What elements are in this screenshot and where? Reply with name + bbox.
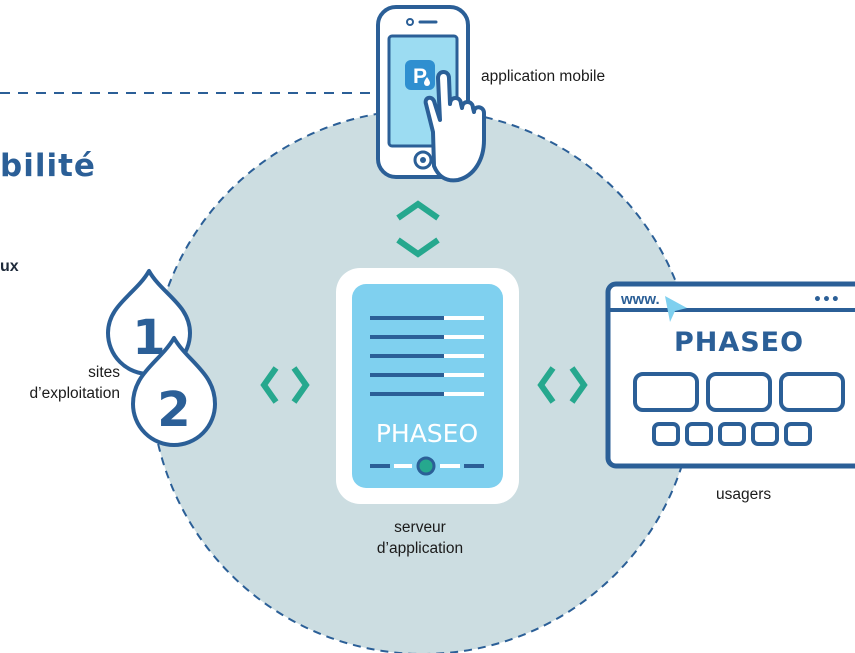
chevron-right-icon [291, 366, 310, 404]
website-brand-text: PHASEO [674, 327, 804, 358]
chevron-left-icon [260, 366, 279, 404]
browser-menu-dots: ••• [813, 292, 840, 308]
chevron-down-icon [396, 237, 440, 258]
server-label-line2: d’application [376, 540, 464, 557]
chevron-left-icon [537, 366, 556, 404]
tapping-hand-icon [423, 70, 486, 183]
application-server-label: serveur d’application [340, 517, 500, 559]
server-label-line1: serveur [394, 519, 446, 536]
water-drop-icon-2: 2 [131, 336, 217, 447]
app-icon-letter: P [413, 65, 427, 88]
sites-label-line2: d’exploitation [29, 385, 120, 402]
sites-label-line1: sites [88, 364, 120, 381]
operation-sites-label: sites d’exploitation [30, 362, 120, 404]
website-browser-window: www. ••• PHASEO [605, 281, 855, 469]
server-tablet-icon: PHASEO [336, 268, 519, 504]
website-blocks-row-2 [652, 422, 812, 446]
chevron-up-icon [396, 200, 440, 221]
cursor-arrow-icon [665, 296, 687, 322]
chevron-right-icon [569, 366, 588, 404]
server-lines [370, 316, 484, 396]
app-icon: P [405, 60, 435, 90]
server-progress-bar [370, 456, 484, 476]
browser-url-text: www. [620, 291, 660, 308]
server-brand-text: PHASEO [376, 419, 478, 448]
mobile-app-label: application mobile [481, 68, 606, 85]
right-sync-chevrons [537, 366, 588, 404]
vertical-sync-chevrons [396, 200, 440, 258]
users-label: usagers [716, 486, 772, 503]
website-blocks-row-1 [633, 372, 845, 412]
page-title-fragment: bilité [0, 148, 96, 184]
drop-number-2: 2 [157, 382, 190, 438]
section-heading-fragment: ux [0, 258, 19, 275]
left-sync-chevrons [260, 366, 310, 404]
